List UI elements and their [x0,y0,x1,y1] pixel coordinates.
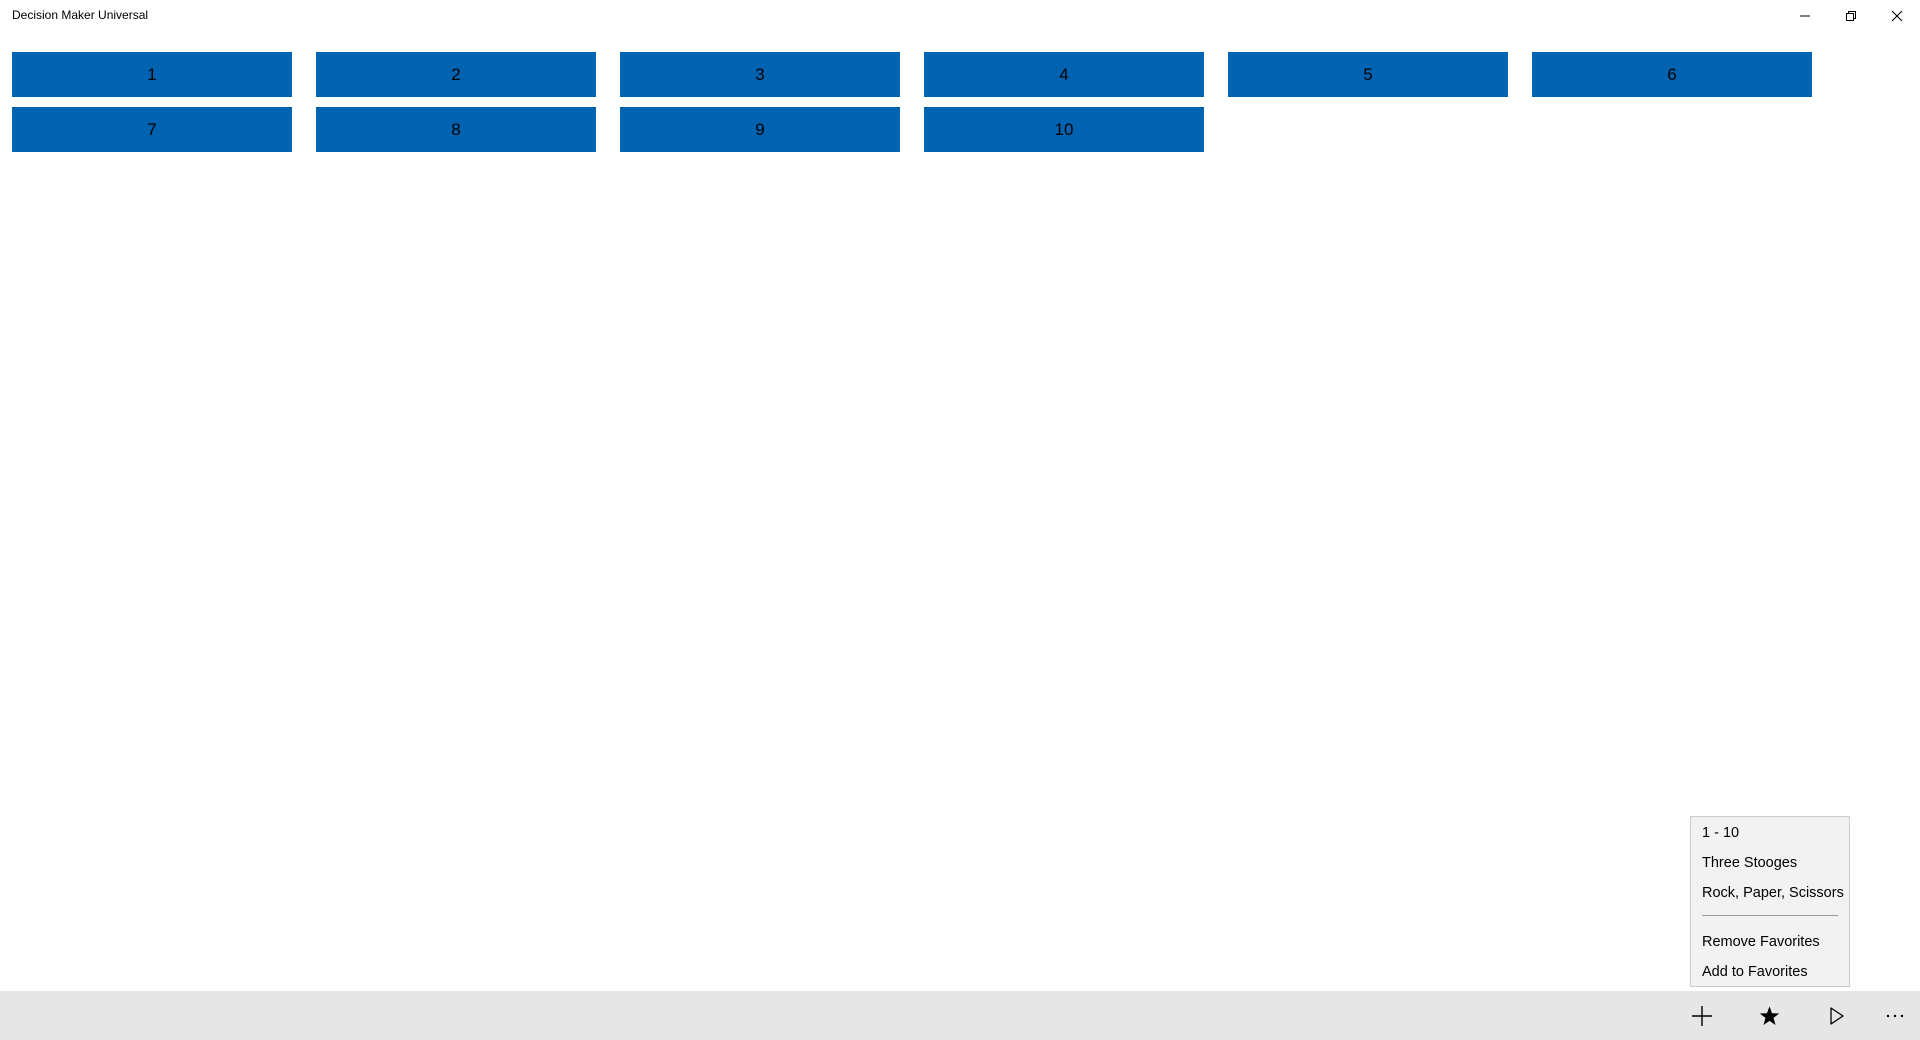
option-tile-9[interactable]: 9 [620,107,900,152]
favorites-flyout: 1 - 10 Three Stooges Rock, Paper, Scisso… [1690,816,1850,987]
option-tile-7[interactable]: 7 [12,107,292,152]
option-tile-5[interactable]: 5 [1228,52,1508,97]
add-to-favorites-item[interactable]: Add to Favorites [1702,964,1808,980]
restore-button[interactable] [1828,0,1874,32]
option-tile-4[interactable]: 4 [924,52,1204,97]
option-tile-10[interactable]: 10 [924,107,1204,152]
play-icon [1830,1006,1844,1025]
menu-item-favorite-2[interactable]: Three Stooges [1702,855,1798,871]
menu-separator [1702,915,1838,916]
option-tile-6[interactable]: 6 [1532,52,1812,97]
add-button[interactable] [1675,991,1729,1040]
option-tile-8[interactable]: 8 [316,107,596,152]
remove-favorites-item[interactable]: Remove Favorites [1702,934,1820,950]
title-bar: Decision Maker Universal [0,0,1920,32]
more-button[interactable] [1868,991,1920,1040]
menu-item-favorite-3[interactable]: Rock, Paper, Scissors [1702,885,1844,901]
minimize-icon [1800,15,1810,17]
menu-item-favorite-1[interactable]: 1 - 10 [1702,825,1740,841]
close-icon [1891,10,1903,22]
play-button[interactable] [1810,991,1864,1040]
option-tile-2[interactable]: 2 [316,52,596,97]
app-bar [0,991,1920,1040]
add-icon [1692,1005,1712,1026]
minimize-button[interactable] [1782,0,1828,32]
favorites-button[interactable] [1742,991,1796,1040]
option-tile-3[interactable]: 3 [620,52,900,97]
close-button[interactable] [1874,0,1920,32]
app-title: Decision Maker Universal [12,8,149,22]
star-icon [1759,1005,1779,1025]
more-icon [1886,1014,1904,1017]
restore-icon [1846,11,1856,21]
option-tile-1[interactable]: 1 [12,52,292,97]
